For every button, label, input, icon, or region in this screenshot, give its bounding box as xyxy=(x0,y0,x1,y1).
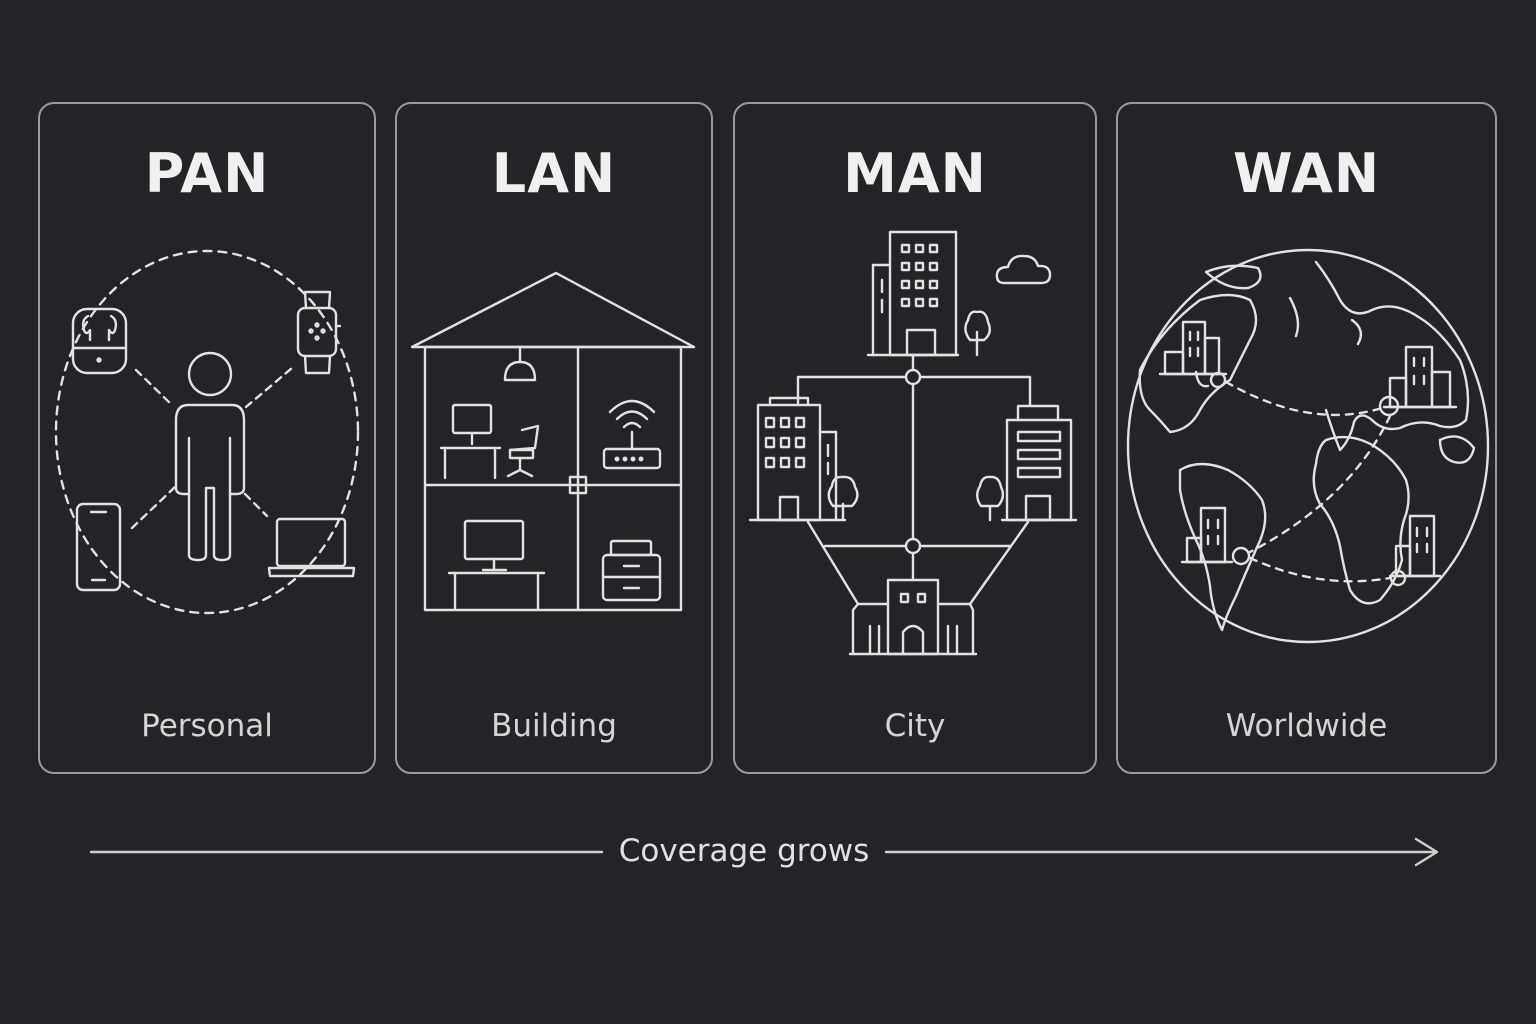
man-label: City xyxy=(884,708,946,744)
lan-card: LAN Building xyxy=(395,102,713,774)
man-card: MAN City xyxy=(733,102,1097,774)
man-title: MAN xyxy=(843,142,987,205)
pan-label: Personal xyxy=(141,708,273,744)
coverage-caption: Coverage grows xyxy=(618,833,870,869)
wan-title: WAN xyxy=(1232,142,1381,205)
lan-title: LAN xyxy=(491,142,617,205)
wan-label: Worldwide xyxy=(1225,708,1388,744)
pan-card: PAN Personal xyxy=(38,102,376,774)
arrow-head-icon xyxy=(1414,837,1439,867)
lan-label: Building xyxy=(491,708,617,744)
wan-card: WAN Worldwide xyxy=(1116,102,1497,774)
pan-title: PAN xyxy=(144,142,270,205)
